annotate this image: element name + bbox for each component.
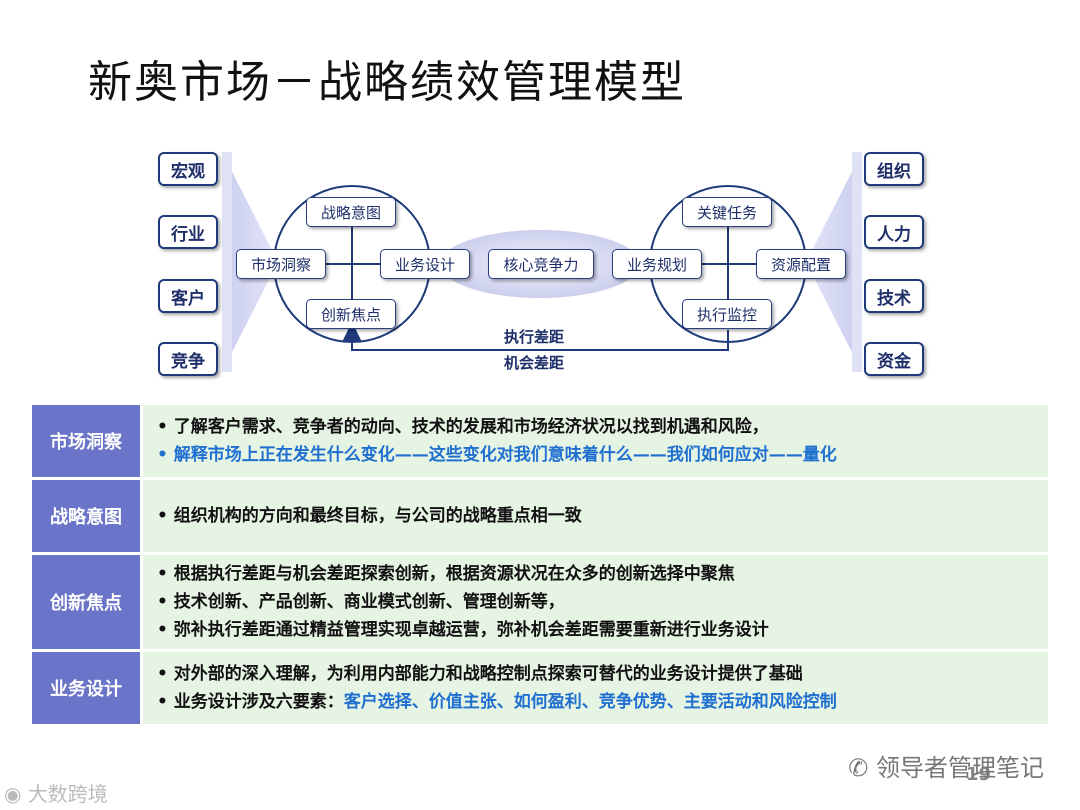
row-line: • 根据执行差距与机会差距探索创新，根据资源状况在众多的创新选择中聚焦 — [157, 560, 1034, 588]
explanation-table: 市场洞察 • 了解客户需求、竞争者的动向、技术的发展和市场经济状况以找到机遇和风… — [32, 405, 1048, 727]
input-manpower: 人力 — [864, 215, 924, 249]
row-head: 战略意图 — [32, 480, 140, 552]
row-body: • 根据执行差距与机会差距探索创新，根据资源状况在众多的创新选择中聚焦 • 技术… — [143, 555, 1048, 649]
line-text: • 根据执行差距与机会差距探索创新，根据资源状况在众多的创新选择中聚焦 — [157, 564, 735, 584]
table-row: 创新焦点 • 根据执行差距与机会差距探索创新，根据资源状况在众多的创新选择中聚焦… — [32, 555, 1048, 649]
row-line: • 了解客户需求、竞争者的动向、技术的发展和市场经济状况以找到机遇和风险， — [157, 413, 1034, 441]
node-market-insight: 市场洞察 — [236, 249, 326, 279]
input-macro: 宏观 — [158, 152, 218, 186]
input-capital: 资金 — [864, 342, 924, 376]
row-body: • 组织机构的方向和最终目标，与公司的战略重点相一致 — [143, 480, 1048, 552]
line-text: • 了解客户需求、竞争者的动向、技术的发展和市场经济状况以找到机遇和风险， — [157, 417, 769, 437]
input-customer: 客户 — [158, 279, 218, 313]
line-text: • 弥补执行差距通过精益管理实现卓越运营，弥补机会差距需要重新进行业务设计 — [157, 620, 769, 640]
input-competition: 竞争 — [158, 342, 218, 376]
row-body: • 对外部的深入理解，为利用内部能力和战略控制点探索可替代的业务设计提供了基础 … — [143, 652, 1048, 724]
table-row: 战略意图 • 组织机构的方向和最终目标，与公司的战略重点相一致 — [32, 480, 1048, 552]
line-text: • 对外部的深入理解，为利用内部能力和战略控制点探索可替代的业务设计提供了基础 — [157, 664, 803, 684]
wechat-icon: ✆ — [848, 754, 876, 782]
node-key-tasks: 关键任务 — [682, 197, 772, 227]
table-row: 业务设计 • 对外部的深入理解，为利用内部能力和战略控制点探索可替代的业务设计提… — [32, 652, 1048, 724]
row-head: 创新焦点 — [32, 555, 140, 649]
row-head: 业务设计 — [32, 652, 140, 724]
input-industry: 行业 — [158, 215, 218, 249]
row-line: • 业务设计涉及六要素：客户选择、价值主张、如何盈利、竞争优势、主要活动和风险控… — [157, 688, 1034, 716]
line-text: • 技术创新、产品创新、商业模式创新、管理创新等， — [157, 592, 565, 612]
input-organization: 组织 — [864, 152, 924, 186]
watermark-text: 领导者管理笔记 — [876, 754, 1044, 782]
watermark-corner: ◉ 大数跨境 — [4, 778, 108, 807]
input-technology: 技术 — [864, 279, 924, 313]
row-line: • 技术创新、产品创新、商业模式创新、管理创新等， — [157, 588, 1034, 616]
node-business-planning: 业务规划 — [612, 249, 702, 279]
row-line: • 对外部的深入理解，为利用内部能力和战略控制点探索可替代的业务设计提供了基础 — [157, 660, 1034, 688]
row-line: • 解释市场上正在发生什么变化——这些变化对我们意味着什么——我们如何应对——量… — [157, 441, 1034, 469]
page-number: 19 — [966, 764, 992, 785]
label-execution-gap: 执行差距 — [504, 328, 565, 346]
row-line: • 弥补执行差距通过精益管理实现卓越运营，弥补机会差距需要重新进行业务设计 — [157, 616, 1034, 644]
table-row: 市场洞察 • 了解客户需求、竞争者的动向、技术的发展和市场经济状况以找到机遇和风… — [32, 405, 1048, 477]
node-execution-monitoring: 执行监控 — [682, 299, 772, 329]
feedback-arrow — [342, 322, 729, 351]
watermark-corner-text: 大数跨境 — [27, 782, 108, 806]
line-highlight: 客户选择、价值主张、如何盈利、竞争优势、主要活动和风险控制 — [343, 692, 837, 712]
node-resource-allocation: 资源配置 — [756, 249, 846, 279]
row-head: 市场洞察 — [32, 405, 140, 477]
label-opportunity-gap: 机会差距 — [504, 354, 565, 372]
node-business-design: 业务设计 — [380, 249, 470, 279]
row-body: • 了解客户需求、竞争者的动向、技术的发展和市场经济状况以找到机遇和风险， • … — [143, 405, 1048, 477]
line-highlight: • 解释市场上正在发生什么变化——这些变化对我们意味着什么——我们如何应对——量… — [157, 445, 837, 465]
row-line: • 组织机构的方向和最终目标，与公司的战略重点相一致 — [157, 502, 1034, 530]
line-text: • 组织机构的方向和最终目标，与公司的战略重点相一致 — [157, 506, 582, 526]
node-core-competence: 核心竞争力 — [488, 249, 594, 279]
node-strategic-intent: 战略意图 — [306, 197, 396, 227]
line-text: • 业务设计涉及六要素： — [157, 692, 344, 712]
page-title: 新奥市场－战略绩效管理模型 — [88, 57, 686, 108]
weibo-icon: ◉ — [4, 782, 28, 806]
node-innovation-focus: 创新焦点 — [306, 299, 396, 329]
watermark-wechat: ✆ 领导者管理笔记 — [848, 748, 1044, 783]
